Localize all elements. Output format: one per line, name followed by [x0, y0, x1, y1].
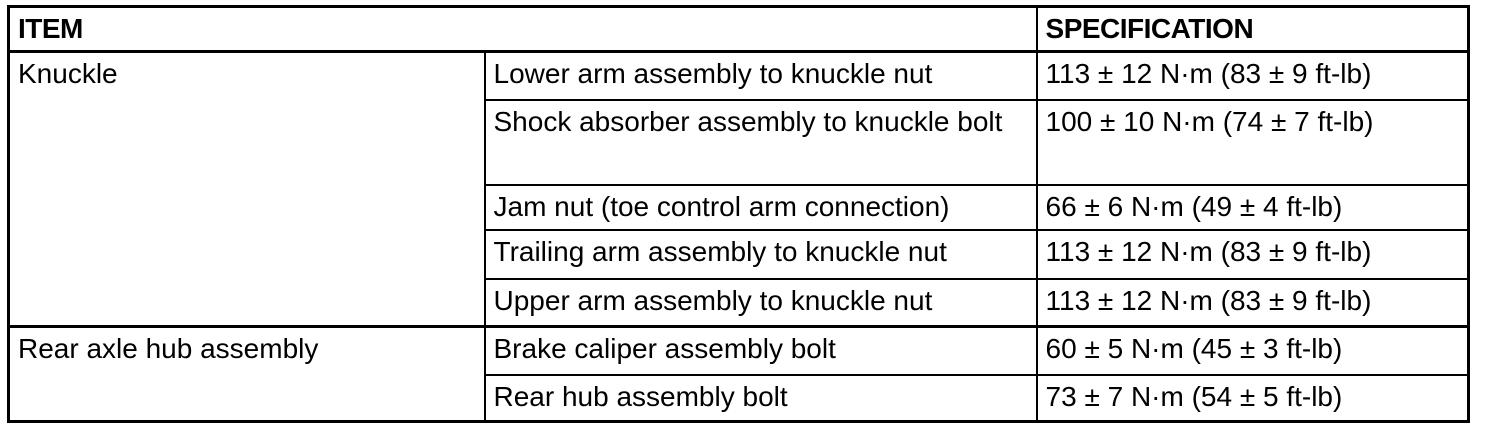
spec-cell: 73 ± 7 N·m (54 ± 5 ft-lb) — [1035, 373, 1470, 423]
spec-cell: 66 ± 6 N·m (49 ± 4 ft-lb) — [1035, 183, 1470, 231]
component-cell: Shock absorber assembly to knuckle bolt — [483, 98, 1038, 186]
component-cell: Rear hub assembly bolt — [483, 373, 1038, 423]
table-header-row: ITEM SPECIFICATION — [7, 5, 1470, 53]
table-row: Upper arm assembly to knuckle nut 113 ± … — [9, 277, 1470, 328]
component-cell: Lower arm assembly to knuckle nut — [483, 50, 1038, 101]
header-specification: SPECIFICATION — [1035, 5, 1470, 53]
component-cell: Jam nut (toe control arm connection) — [483, 183, 1038, 231]
spec-cell: 60 ± 5 N·m (45 ± 3 ft-lb) — [1035, 325, 1470, 376]
spec-cell: 100 ± 10 N·m (74 ± 7 ft-lb) — [1035, 98, 1470, 186]
item-group-knuckle: Knuckle — [7, 50, 486, 328]
spec-cell: 113 ± 12 N·m (83 ± 9 ft-lb) — [1035, 50, 1470, 101]
table-row: Knuckle Lower arm assembly to knuckle nu… — [7, 50, 1470, 328]
component-cell: Trailing arm assembly to knuckle nut — [483, 228, 1038, 280]
table-row: Trailing arm assembly to knuckle nut 113… — [9, 228, 1470, 280]
component-cell: Brake caliper assembly bolt — [483, 325, 1038, 376]
spec-cell: 113 ± 12 N·m (83 ± 9 ft-lb) — [1035, 277, 1470, 328]
table-row: Rear hub assembly bolt 73 ± 7 N·m (54 ± … — [9, 373, 1470, 423]
table-row: Rear axle hub assembly Brake caliper ass… — [7, 325, 1470, 423]
spec-cell: 113 ± 12 N·m (83 ± 9 ft-lb) — [1035, 228, 1470, 280]
item-group-rear-axle-hub-assembly: Rear axle hub assembly — [7, 325, 486, 423]
torque-specification-table: ITEM SPECIFICATION Knuckle Lower arm ass… — [7, 5, 1471, 423]
component-cell: Upper arm assembly to knuckle nut — [483, 277, 1038, 328]
table-row: Shock absorber assembly to knuckle bolt … — [9, 98, 1470, 186]
header-item: ITEM — [7, 5, 1038, 53]
table-row: Jam nut (toe control arm connection) 66 … — [9, 183, 1470, 231]
